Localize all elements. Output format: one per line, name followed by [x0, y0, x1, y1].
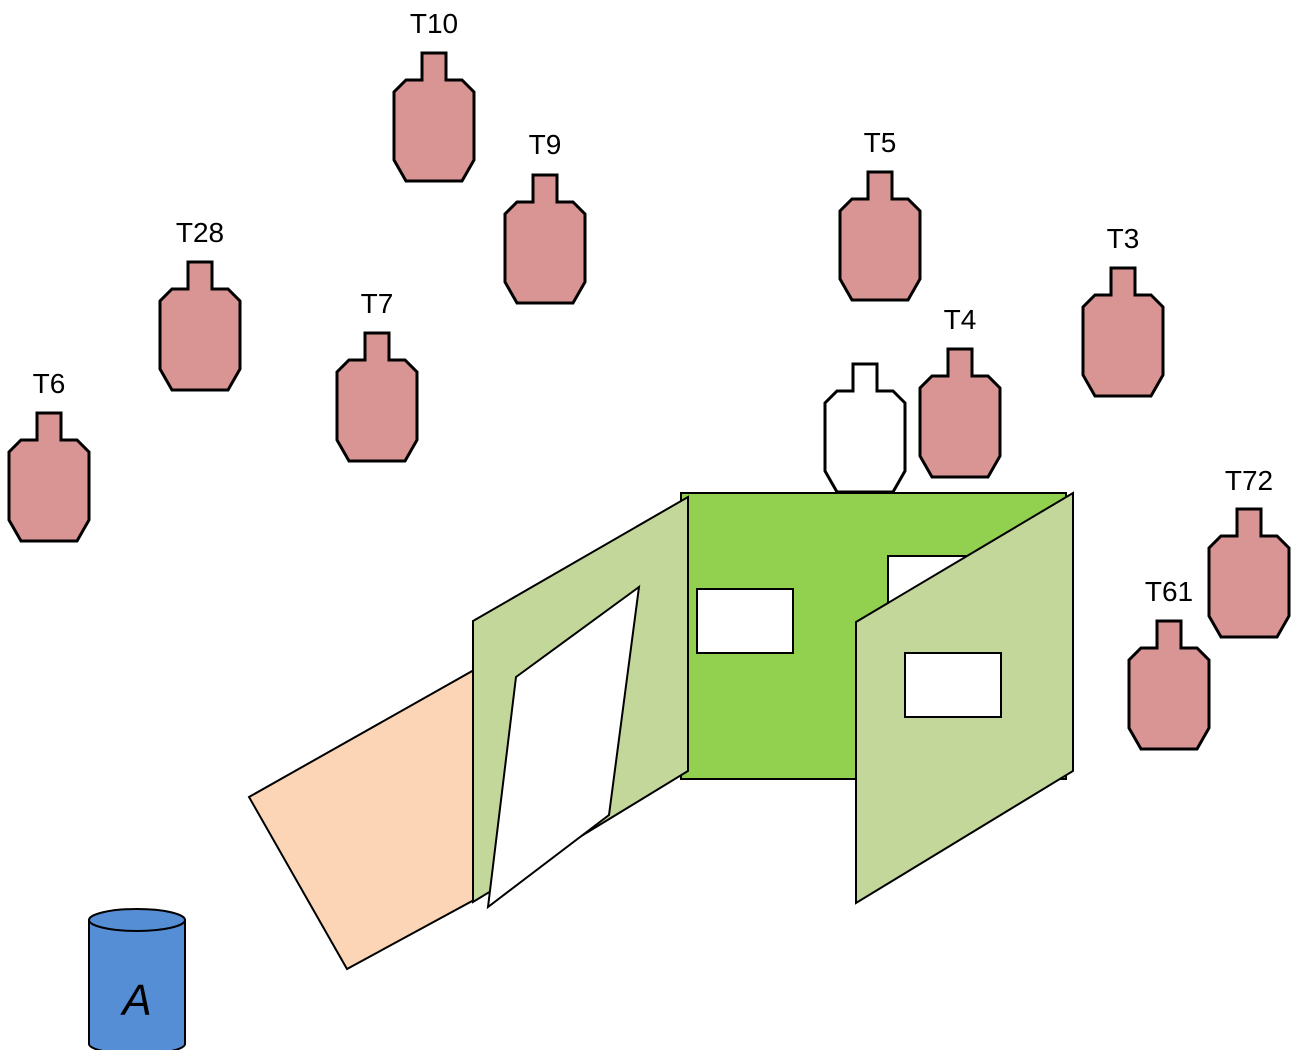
floor-panel	[247, 668, 475, 971]
target-t61: T61	[1127, 576, 1211, 751]
target-label: T3	[1107, 223, 1140, 254]
target-silhouette	[1081, 266, 1165, 398]
target-silhouette	[838, 170, 922, 302]
target-silhouette	[918, 347, 1002, 479]
target-label: T7	[361, 288, 394, 319]
target-t72: T72	[1207, 465, 1291, 639]
door-opening	[486, 584, 641, 910]
target-silhouette	[335, 331, 419, 463]
target-label: T5	[864, 127, 897, 158]
target-label: T61	[1145, 576, 1193, 607]
target-t9: T9	[503, 129, 587, 305]
barrel-body	[88, 919, 186, 1050]
target-silhouette	[158, 260, 242, 392]
target-t3: T3	[1081, 223, 1165, 398]
target-silhouette	[503, 173, 587, 305]
target-t10: T10	[392, 8, 476, 183]
barrel-label: A	[119, 976, 151, 1025]
target-t4: T4	[918, 304, 1002, 479]
target-label: T28	[176, 217, 224, 248]
target-label: T9	[529, 129, 562, 160]
target-t28: T28	[158, 217, 242, 392]
target-silhouette	[1127, 619, 1211, 751]
target-silhouette	[7, 411, 91, 543]
target-label: T72	[1225, 465, 1273, 496]
target-label: T10	[410, 8, 458, 39]
target-label: T6	[33, 368, 66, 399]
barrel-a: A	[88, 908, 186, 1050]
target-no-shoot	[823, 362, 907, 494]
target-t7: T7	[335, 288, 419, 463]
barrel-top	[88, 908, 186, 932]
target-t6: T6	[7, 368, 91, 543]
target-silhouette	[392, 51, 476, 183]
target-label: T4	[944, 304, 977, 335]
target-silhouette	[1207, 507, 1291, 639]
back-wall-window-left	[696, 588, 794, 654]
target-t5: T5	[838, 127, 922, 302]
right-side-wall-window	[904, 652, 1002, 718]
target-silhouette	[823, 362, 907, 494]
